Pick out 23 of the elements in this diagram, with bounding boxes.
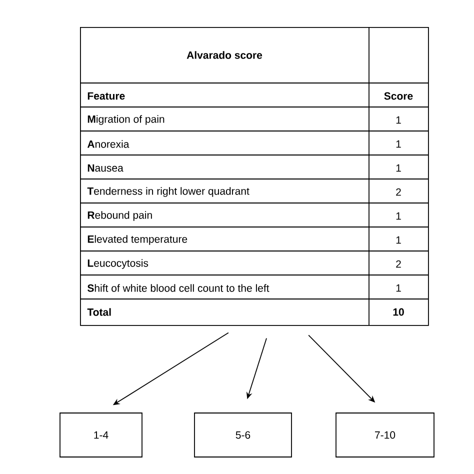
table-cell: Nausea — [88, 164, 124, 172]
table-cell: Elevated temperature — [88, 235, 188, 245]
table-cell: 1 — [396, 116, 401, 124]
table-cell: 2 — [396, 260, 401, 268]
table-cell: Score — [384, 92, 413, 100]
table-cell: Migration of pain — [88, 115, 164, 125]
table-cell: 1 — [396, 284, 401, 292]
table-cell: Total — [87, 308, 111, 316]
table-cell: Rebound pain — [88, 211, 152, 221]
table-cell: 2 — [396, 188, 401, 196]
table-cell: Leucocytosis — [88, 259, 148, 269]
table-cell: Shift of white blood cell count to the left — [88, 284, 270, 292]
table-cell: Tenderness in right lower quadrant — [87, 187, 250, 197]
table-cell: 1 — [396, 164, 401, 172]
table-cell: Anorexia — [87, 140, 130, 148]
table-cell: 1 — [396, 236, 401, 244]
range-box: 1-4 — [60, 412, 142, 458]
range-box: 7-10 — [336, 412, 434, 458]
table-cell: Feature — [88, 92, 125, 100]
table-cell: 10 — [393, 308, 404, 316]
table-cell: 1 — [396, 140, 401, 148]
range-box: 5-6 — [194, 412, 292, 458]
table-cell: 1 — [396, 212, 401, 220]
